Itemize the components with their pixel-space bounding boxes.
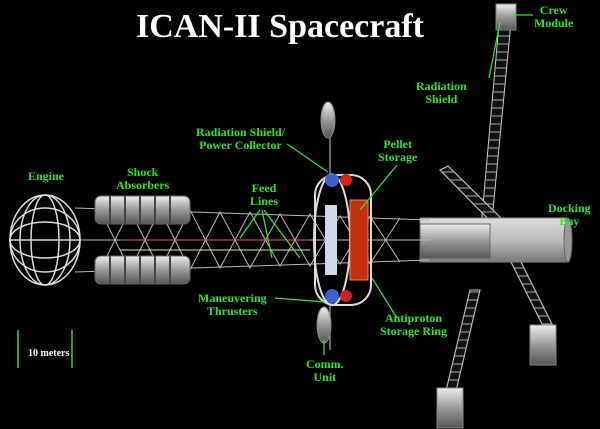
engine-cage — [9, 194, 81, 286]
radiation-shield-boom — [477, 3, 517, 263]
central-module — [313, 173, 372, 306]
label-comm-unit: Comm.Unit — [306, 357, 344, 384]
comm-dishes — [316, 101, 336, 350]
leader-lines — [239, 14, 533, 355]
scale-bar-label: 10 meters — [28, 348, 70, 359]
diagram-title: ICAN-II Spacecraft — [135, 8, 424, 45]
shock-absorbers — [94, 195, 191, 285]
truss-arms — [436, 165, 557, 429]
scale-bar — [17, 330, 73, 368]
docking-bay-cylinder — [419, 217, 573, 263]
label-radiation-shield-power-collector: Radiation Shield/Power Collector — [196, 125, 286, 152]
label-engine: Engine — [28, 169, 65, 183]
